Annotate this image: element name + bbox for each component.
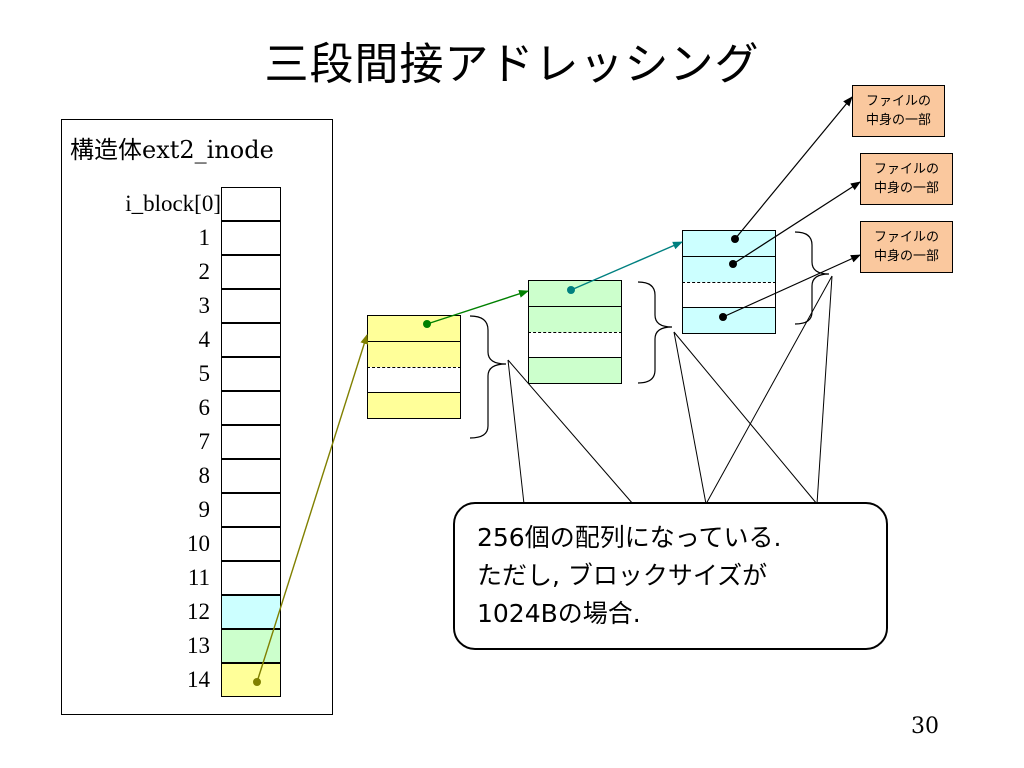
iblock-cell: [221, 459, 281, 493]
callout-line: [673, 331, 707, 505]
callout-line: [705, 275, 833, 505]
curly-brace: [469, 315, 507, 439]
file-data-block: ファイルの 中身の一部: [860, 221, 953, 273]
inode-struct-title: 構造体ext2_inode: [70, 136, 274, 164]
iblock-cell-triple-indirect: [221, 663, 281, 697]
file-data-block: ファイルの 中身の一部: [852, 85, 945, 137]
block-index-label: 14: [187, 667, 210, 692]
page-number: 30: [911, 714, 939, 739]
inode-struct-box: [61, 119, 333, 715]
pointer-arrow-black: [722, 254, 861, 318]
iblock-cell-double-indirect: [221, 629, 281, 663]
curly-brace: [637, 281, 673, 384]
double-indirect-block-entry: [528, 357, 622, 384]
iblock-cell: [221, 561, 281, 595]
pointer-dot: [253, 678, 261, 686]
pointer-dot: [731, 235, 739, 243]
file-data-label: 中身の一部: [865, 113, 931, 128]
file-data-block: ファイルの 中身の一部: [860, 153, 953, 205]
iblock-cell: [221, 255, 281, 289]
block-index-label: 2: [198, 259, 211, 284]
block-index-label: 5: [198, 361, 211, 386]
callout-line: [507, 359, 525, 505]
callout-line: [673, 331, 818, 505]
block-index-label: 3: [198, 293, 211, 318]
pointer-arrow-black: [734, 96, 853, 240]
callout-line: [816, 275, 833, 505]
curly-brace: [794, 231, 830, 325]
triple-indirect-block-entry: [367, 392, 461, 419]
file-data-label: 中身の一部: [873, 249, 939, 264]
pointer-dot: [729, 260, 737, 268]
block-index-label: 12: [187, 599, 210, 624]
callout-line-3: 1024Bの場合.: [477, 599, 641, 628]
block-index-label: 7: [198, 429, 211, 454]
iblock-cell: [221, 425, 281, 459]
iblock-cell: [221, 323, 281, 357]
file-data-label: ファイルの: [873, 230, 939, 245]
double-indirect-block-gap: [528, 332, 622, 358]
callout-line-2: ただし, ブロックサイズが: [477, 561, 768, 590]
block-index-label: 8: [198, 463, 211, 488]
block-index-label: 13: [187, 633, 210, 658]
pointer-arrow-black: [732, 181, 861, 265]
iblock-cell: [221, 391, 281, 425]
single-indirect-block-entry: [682, 230, 776, 257]
callout-line-1: 256個の配列になっている.: [477, 523, 782, 552]
block-index-label: 10: [187, 531, 210, 556]
iblock-cell: [221, 493, 281, 527]
iblock-cell: [221, 187, 281, 221]
block-index-label: 9: [198, 497, 211, 522]
iblock-cell-single-indirect: [221, 595, 281, 629]
single-indirect-block-entry: [682, 307, 776, 334]
iblock-cell: [221, 289, 281, 323]
block-index-label: 11: [187, 565, 210, 590]
pointer-dot: [719, 313, 727, 321]
block-index-label: 4: [198, 327, 211, 352]
file-data-label: 中身の一部: [873, 181, 939, 196]
iblock-cell: [221, 527, 281, 561]
pointer-dot: [567, 286, 575, 294]
callout-line: [507, 359, 634, 505]
note-callout: 256個の配列になっている. ただし, ブロックサイズが 1024Bの場合.: [453, 502, 888, 650]
pointer-arrow-green: [426, 289, 529, 325]
pointer-arrow-olive: [256, 334, 369, 683]
slide-title: 三段間接アドレッシング: [264, 39, 760, 90]
block-index-label: 6: [198, 395, 211, 420]
iblock-cell: [221, 357, 281, 391]
block-index-label: 1: [198, 225, 211, 250]
file-data-label: ファイルの: [873, 162, 939, 177]
iblock-cell: [221, 221, 281, 255]
block-index-label: i_block[0]: [125, 191, 221, 216]
file-data-label: ファイルの: [865, 94, 931, 109]
pointer-dot: [423, 320, 431, 328]
pointer-arrow-teal: [570, 241, 683, 291]
